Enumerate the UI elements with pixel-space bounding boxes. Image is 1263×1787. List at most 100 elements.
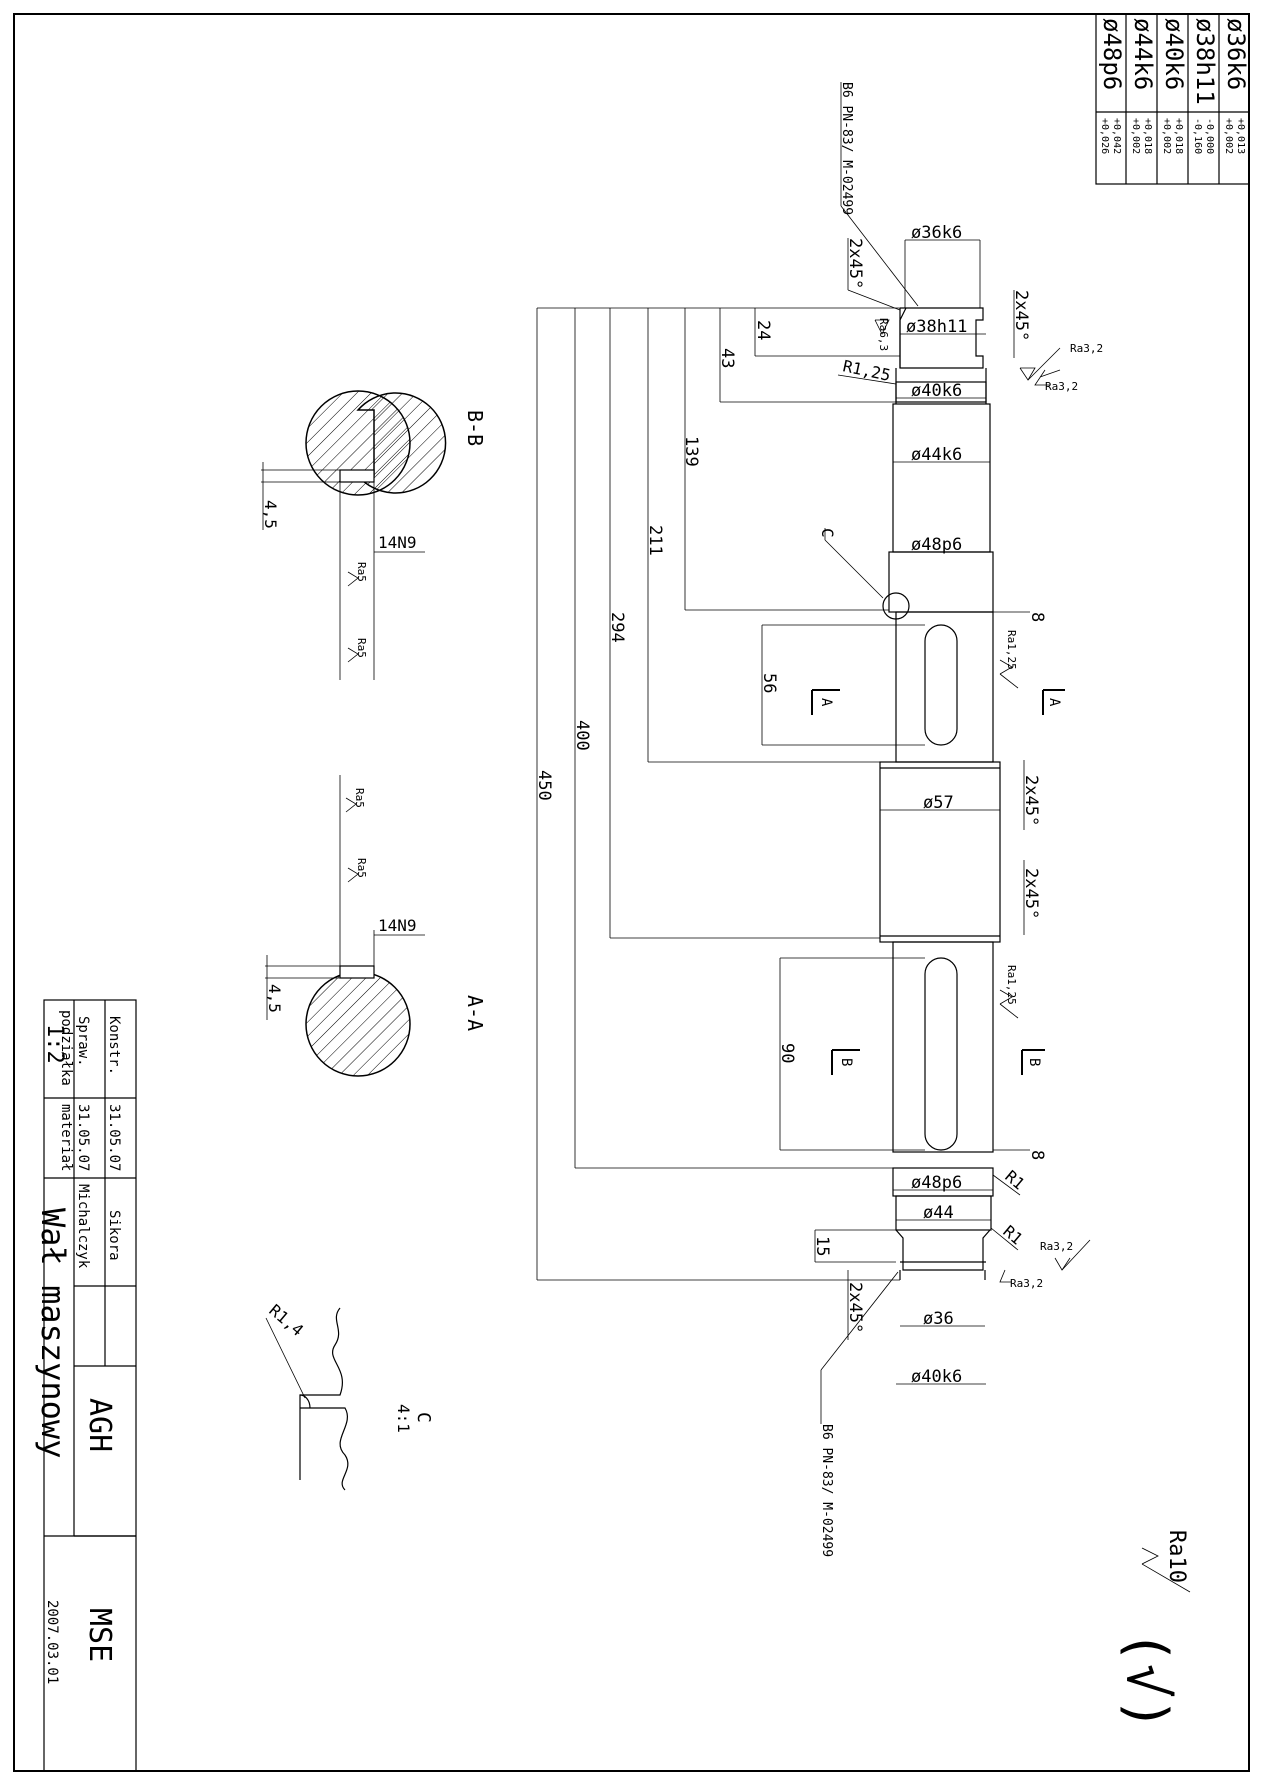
roughness-ra125-a: Ra1,25	[999, 630, 1019, 689]
svg-text:Ra6,3: Ra6,3	[877, 318, 890, 351]
roughness-ra5-d: Ra5	[347, 858, 368, 883]
dim-8-top: 8	[1027, 612, 1047, 622]
section-aa-key: 14N9	[378, 916, 417, 935]
tol-upper-4: +0,018	[1142, 118, 1153, 154]
section-b-right: B	[1026, 1058, 1042, 1066]
dim-d44: ø44	[923, 1203, 954, 1223]
dim-d38h11: ø38h11	[906, 317, 967, 337]
dim-d40k6-top: ø40k6	[911, 381, 962, 401]
tol-upper-3: +0,018	[1173, 118, 1184, 154]
dim-d44k6: ø44k6	[911, 445, 962, 465]
roughness-ra5-c: Ra5	[345, 788, 366, 813]
svg-text:Ra1,25: Ra1,25	[1005, 630, 1018, 670]
dim-43: 43	[717, 348, 737, 368]
radius-r1-a: R1	[1001, 1167, 1028, 1194]
roughness-ra10: Ra10	[1141, 1530, 1191, 1593]
tol-lower-1: +0,002	[1223, 118, 1234, 154]
tolerance-table: ø36k6 +0,013 +0,002 ø38h11 -0,000 -0,160…	[1095, 13, 1250, 185]
detail-c-marker: C	[818, 528, 910, 620]
section-b-left: B	[838, 1058, 854, 1066]
detail-c: C 4:1	[299, 1307, 434, 1491]
roughness-symbols: Ra6,3 Ra3,2 Ra3,2 Ra3,2 Ra3,2 Ra1,25	[345, 318, 1191, 1731]
section-a-left: A	[818, 698, 834, 707]
roughness-ra32-b: Ra3,2	[1034, 369, 1078, 393]
tol-lower-2: -0,160	[1192, 118, 1203, 154]
svg-text:Ra3,2: Ra3,2	[1070, 342, 1103, 355]
dim-56: 56	[759, 673, 779, 693]
tb-spraw-name: Michalczyk	[75, 1184, 91, 1269]
section-a-right: A	[1046, 698, 1062, 707]
dim-139: 139	[681, 436, 701, 467]
section-aa-depth: 4,5	[265, 984, 284, 1013]
chamfer-collar-bottom: 2x45°	[1021, 868, 1041, 919]
roughness-ra5-a: Ra5	[347, 562, 368, 587]
dim-400: 400	[572, 720, 592, 751]
svg-text:Ra10: Ra10	[1164, 1530, 1189, 1583]
sheet-border	[13, 13, 1250, 1772]
tb-konstr-date: 31.05.07	[106, 1104, 122, 1171]
dim-8-bottom: 8	[1027, 1150, 1047, 1160]
detail-c-callout: C	[818, 528, 837, 538]
dim-d40k6-bottom: ø40k6	[911, 1367, 962, 1387]
roughness-ra32-c: Ra3,2	[1040, 1239, 1091, 1271]
tol-lower-4: +0,002	[1130, 118, 1141, 154]
tol-dim-2: ø38h11	[1191, 18, 1219, 105]
radius-r1-b: R1	[999, 1222, 1026, 1249]
detail-c-letter: C	[413, 1412, 434, 1423]
radius-labels: R1,25 R1 R1 R1,4	[265, 356, 1028, 1399]
tb-dept: MSE	[82, 1608, 117, 1662]
center-hole-top: B6 PN-83/ M-02499	[839, 82, 854, 215]
svg-text:Ra5: Ra5	[355, 858, 368, 878]
svg-text:Ra3,2: Ra3,2	[1010, 1277, 1043, 1290]
roughness-general-mark: (√)	[1114, 1630, 1179, 1731]
tb-title: Wał maszynowy	[34, 1208, 72, 1458]
section-bb-depth: 4,5	[261, 500, 280, 529]
roughness-ra5-b: Ra5	[347, 638, 368, 663]
center-hole-bottom: B6 PN-83/ M-02499	[819, 1424, 834, 1557]
svg-text:Ra5: Ra5	[355, 638, 368, 658]
tol-dim-4: ø44k6	[1129, 18, 1157, 90]
detail-c-scale: 4:1	[394, 1404, 413, 1433]
tol-dim-1: ø36k6	[1222, 18, 1250, 90]
tol-upper-2: -0,000	[1204, 118, 1215, 154]
svg-text:Ra5: Ra5	[353, 788, 366, 808]
dim-294: 294	[607, 612, 627, 643]
svg-text:Ra3,2: Ra3,2	[1040, 1240, 1073, 1253]
section-bb-title: B-B	[463, 410, 487, 446]
title-block: Konstr. 31.05.07 Sikora Spraw. 31.05.07 …	[34, 999, 137, 1772]
tb-spraw-date: 31.05.07	[75, 1104, 91, 1171]
dim-d48p6-top: ø48p6	[911, 535, 962, 555]
dim-d48p6-bottom: ø48p6	[911, 1173, 962, 1193]
tb-konstr-name: Sikora	[106, 1210, 122, 1261]
length-extension-lines	[536, 307, 925, 1281]
dim-d36k6-top: ø36k6	[911, 223, 962, 243]
roughness-ra32-a: Ra3,2	[1019, 342, 1103, 381]
roughness-ra125-b: Ra1,25	[999, 965, 1019, 1019]
radius-r14: R1,4	[265, 1301, 307, 1340]
tol-lower-3: +0,002	[1161, 118, 1172, 154]
section-bb-key: 14N9	[378, 533, 417, 552]
tb-scale-label: podziałka	[58, 1010, 74, 1086]
dim-90: 90	[777, 1043, 797, 1063]
section-bb: 4,5 14N9 B-B	[261, 390, 487, 680]
section-markers: A A B B	[811, 689, 1065, 1075]
dim-d36: ø36	[923, 1309, 954, 1329]
tb-date: 2007.03.01	[44, 1600, 60, 1684]
tb-scale-value: 1:2	[42, 1024, 67, 1064]
tb-material-label: materiał	[58, 1104, 74, 1171]
dim-211: 211	[645, 525, 665, 556]
tol-dim-5: ø48p6	[1098, 18, 1126, 90]
radius-r125: R1,25	[841, 356, 892, 385]
svg-text:Ra5: Ra5	[355, 562, 368, 582]
tol-dim-3: ø40k6	[1160, 18, 1188, 90]
tb-konstr-label: Konstr.	[106, 1016, 122, 1075]
svg-text:Ra1,25: Ra1,25	[1005, 965, 1018, 1005]
tol-lower-5: +0,026	[1099, 118, 1110, 154]
dim-24: 24	[753, 320, 773, 340]
tb-org: AGH	[82, 1398, 117, 1452]
chamfer-top-right: 2x45°	[1011, 290, 1031, 341]
chamfer-top-left: 2x45°	[845, 238, 865, 289]
tol-upper-1: +0,013	[1235, 118, 1246, 154]
section-aa-title: A-A	[463, 995, 487, 1031]
